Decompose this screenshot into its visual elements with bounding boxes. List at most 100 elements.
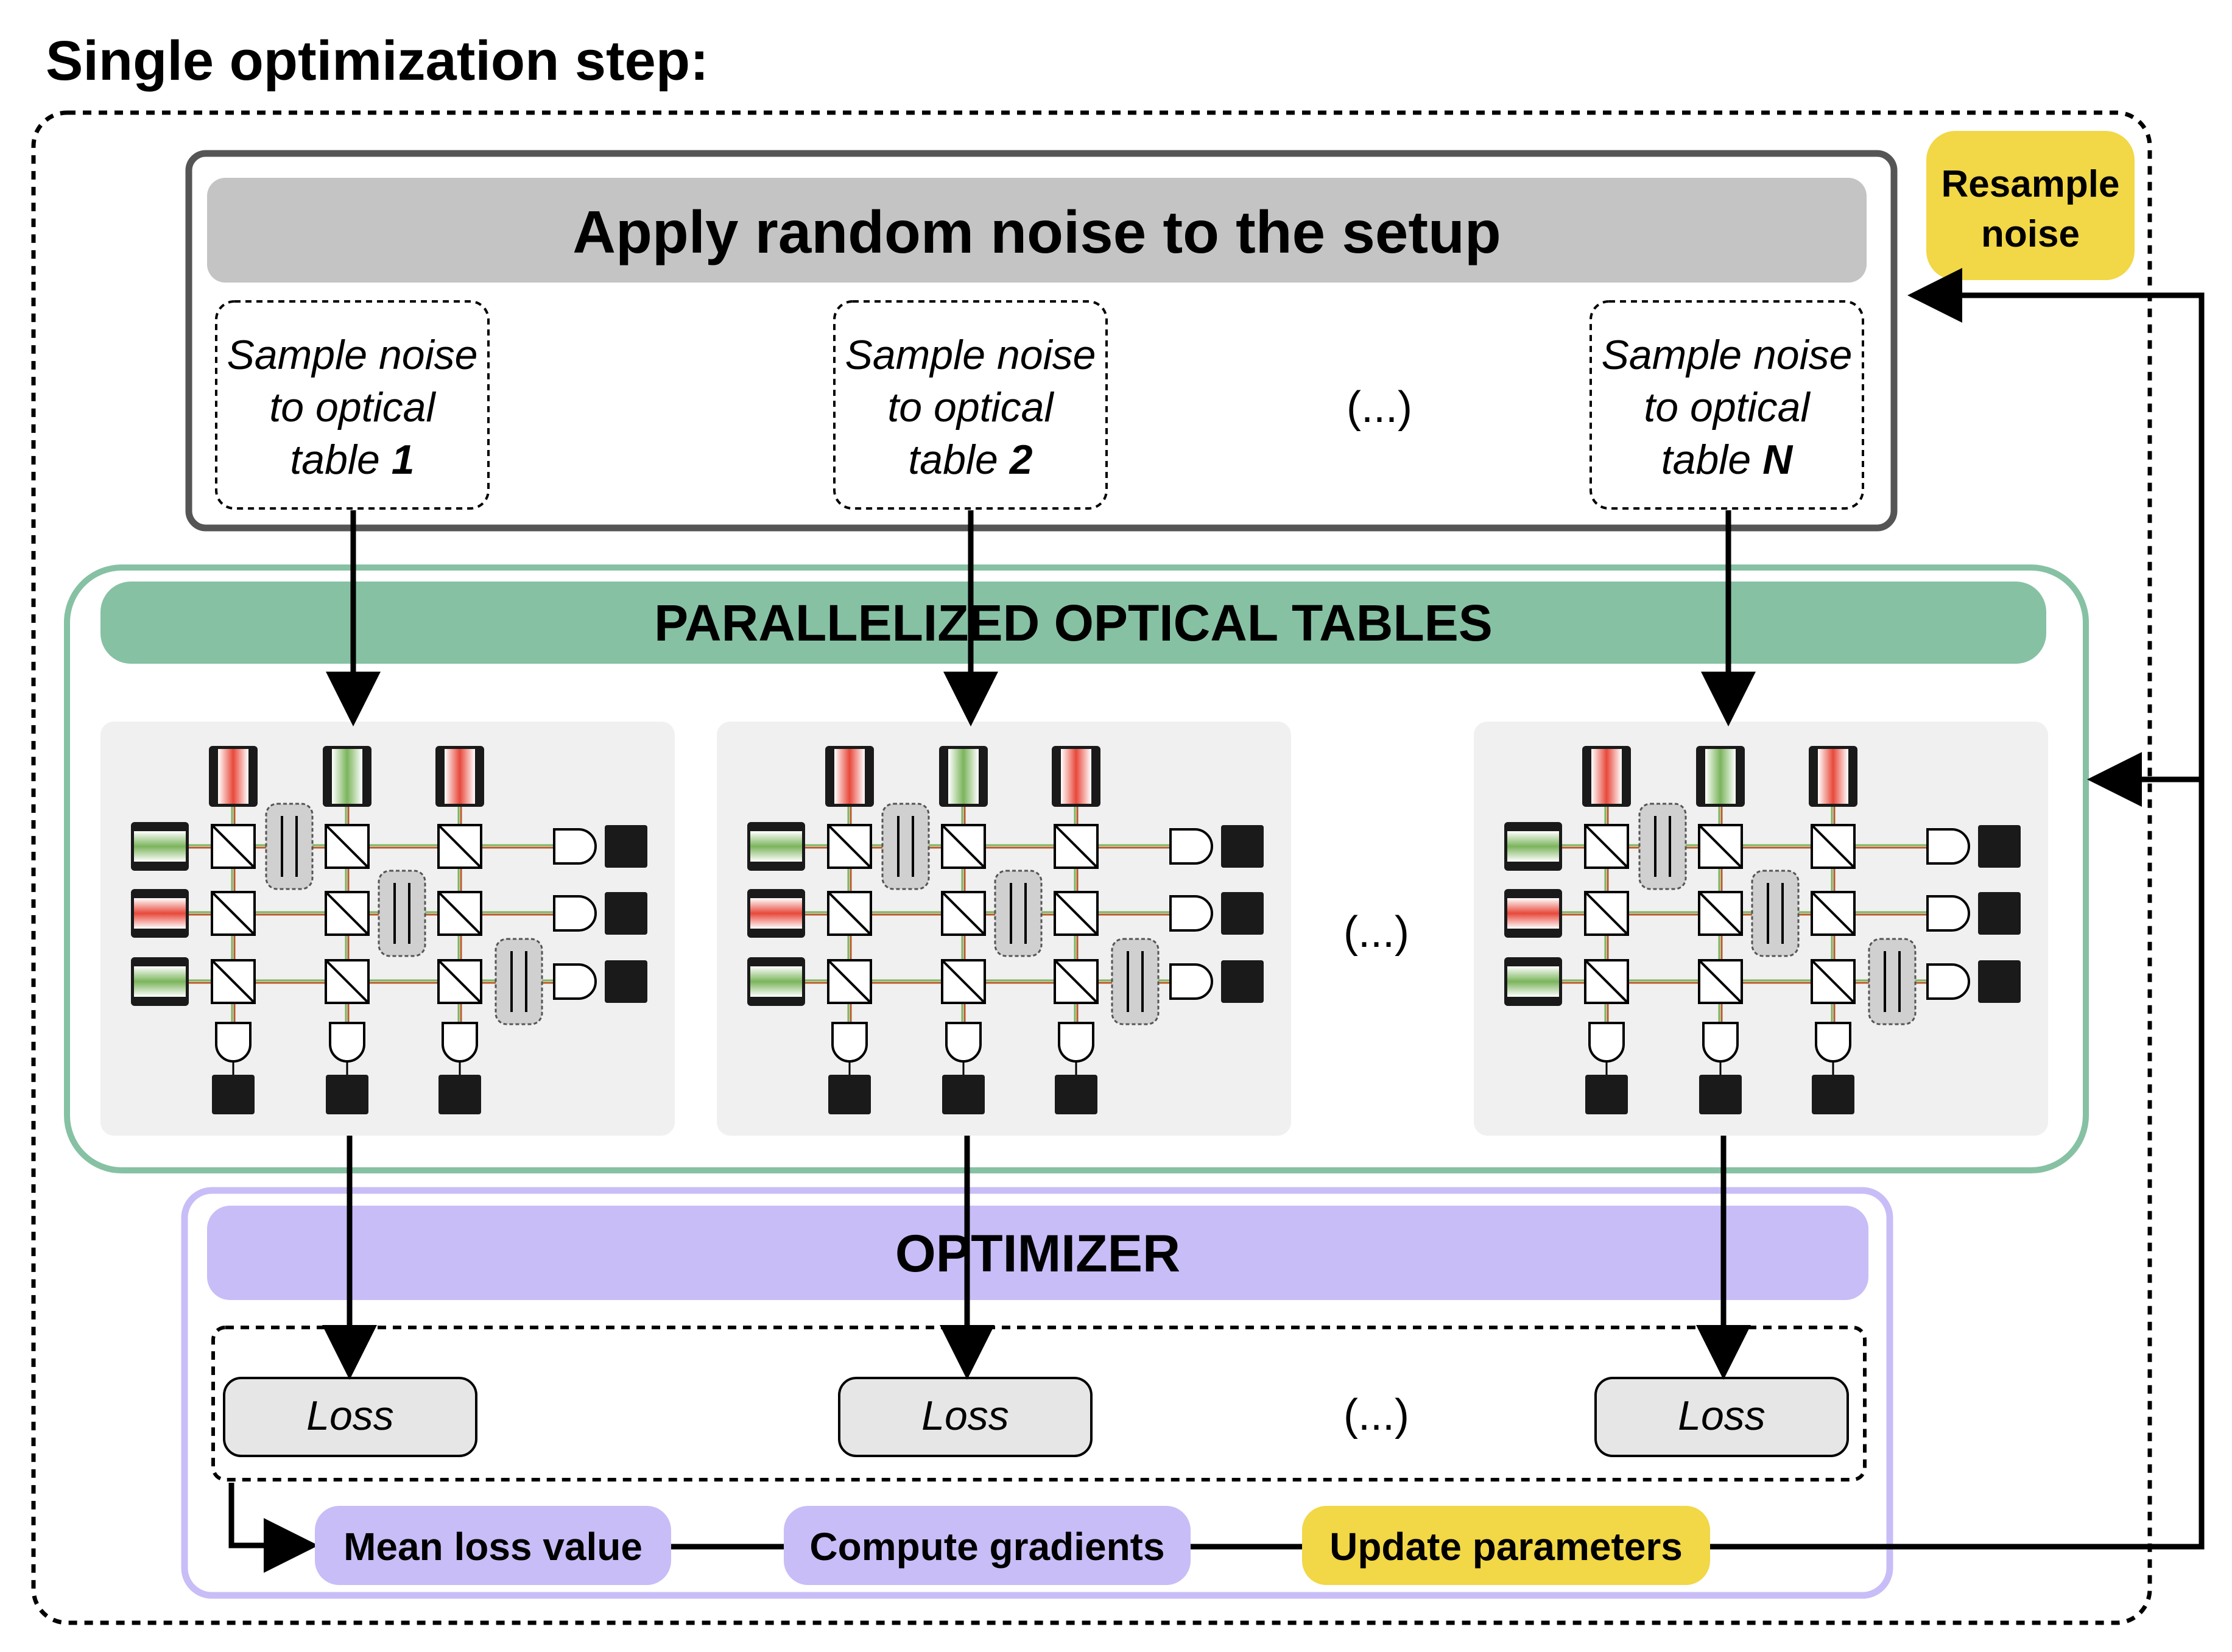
beam-splitter-diagonal bbox=[211, 959, 256, 1004]
detector-block bbox=[942, 1075, 985, 1114]
detector bbox=[442, 1022, 478, 1063]
laser-beam-fill bbox=[134, 966, 186, 997]
optical-table-schematic-1 bbox=[131, 746, 647, 1114]
phase-shifter bbox=[378, 870, 426, 957]
beam-splitter-diagonal bbox=[1811, 891, 1856, 936]
phase-shifter bbox=[495, 938, 543, 1025]
step-update-parameters-bg bbox=[1302, 1506, 1710, 1585]
detector-block bbox=[605, 825, 647, 868]
detector bbox=[215, 1022, 252, 1063]
sample-label-2: Sample noise to optical table 2 bbox=[834, 329, 1107, 486]
laser-beam-fill bbox=[1705, 749, 1736, 804]
laser-beam-fill bbox=[1507, 831, 1559, 862]
phase-shifter bbox=[881, 803, 930, 890]
resample-line-1: Resample bbox=[1941, 163, 2120, 205]
loss-group-frame bbox=[211, 1326, 1867, 1482]
detector-block bbox=[605, 960, 647, 1003]
beam-splitter-diagonal bbox=[1054, 891, 1099, 936]
detector-block bbox=[326, 1075, 368, 1114]
step-compute-gradients-bg bbox=[784, 1506, 1191, 1585]
sample-1-line-3: table 1 bbox=[216, 434, 488, 486]
beam-splitter-diagonal bbox=[325, 824, 370, 869]
beam-splitter-diagonal bbox=[827, 891, 872, 936]
detector bbox=[553, 895, 597, 932]
beam-splitter-diagonal bbox=[1811, 959, 1856, 1004]
detector-block bbox=[1055, 1075, 1097, 1114]
detector-block bbox=[212, 1075, 255, 1114]
beam-splitter-diagonal bbox=[1584, 959, 1629, 1004]
detector bbox=[1169, 828, 1213, 865]
laser-beam-fill bbox=[445, 749, 475, 804]
detector-block bbox=[828, 1075, 871, 1114]
detector-block bbox=[1585, 1075, 1628, 1114]
step-mean-loss-label: Mean loss value bbox=[343, 1525, 642, 1569]
detector bbox=[945, 1022, 982, 1063]
laser-beam-fill bbox=[332, 749, 362, 804]
sample-label-1: Sample noise to optical table 1 bbox=[216, 329, 488, 486]
tables-panel-header: PARALLELIZED OPTICAL TABLES bbox=[654, 594, 1493, 652]
detector bbox=[1702, 1022, 1739, 1063]
feedback-loop-line bbox=[1708, 268, 2205, 1550]
detector-block bbox=[1221, 825, 1264, 868]
phase-shifter bbox=[1868, 938, 1917, 1025]
sample-2-line-2: to optical bbox=[887, 384, 1054, 431]
noise-ellipsis: (...) bbox=[1347, 383, 1412, 432]
laser-beam-fill bbox=[1591, 749, 1622, 804]
sample-2-line-3: table 2 bbox=[834, 434, 1107, 486]
sample-n-line-1: Sample noise bbox=[1601, 332, 1853, 378]
sample-box-n bbox=[1590, 300, 1864, 510]
beam-splitter-diagonal bbox=[437, 824, 482, 869]
detector-block bbox=[1812, 1075, 1854, 1114]
laser-beam-fill bbox=[750, 831, 802, 862]
beam-splitter-diagonal bbox=[1698, 824, 1743, 869]
sample-1-index: 1 bbox=[391, 437, 415, 483]
detector-block bbox=[1221, 960, 1264, 1003]
beam-splitter-diagonal bbox=[941, 959, 986, 1004]
detector bbox=[1169, 895, 1213, 932]
tables-ellipsis: (...) bbox=[1343, 908, 1409, 957]
phase-shifter bbox=[994, 870, 1043, 957]
beam-splitter-diagonal bbox=[437, 891, 482, 936]
detector-block bbox=[438, 1075, 481, 1114]
noise-panel-header: Apply random noise to the setup bbox=[572, 199, 1501, 265]
detector bbox=[1926, 895, 1970, 932]
laser-beam-fill bbox=[1061, 749, 1091, 804]
step-compute-gradients-label: Compute gradients bbox=[809, 1525, 1165, 1569]
sample-2-line-1: Sample noise bbox=[845, 332, 1096, 378]
sample-1-prefix: table bbox=[290, 437, 392, 483]
detector bbox=[553, 828, 597, 865]
detector bbox=[1588, 1022, 1625, 1063]
laser-beam-fill bbox=[948, 749, 979, 804]
detector-block bbox=[605, 892, 647, 935]
tables-panel-header-bg bbox=[100, 582, 2046, 664]
detector bbox=[1926, 963, 1970, 1000]
page-title: Single optimization step: bbox=[46, 30, 709, 92]
detector-block bbox=[1978, 892, 2021, 935]
loss-ellipsis: (...) bbox=[1343, 1391, 1409, 1439]
beam-splitter-diagonal bbox=[1054, 824, 1099, 869]
sample-2-index: 2 bbox=[1009, 437, 1033, 483]
outer-frame bbox=[31, 110, 2152, 1625]
loss-label-n: Loss bbox=[1678, 1393, 1766, 1439]
optical-table-schematic-2 bbox=[747, 746, 1264, 1114]
beam-splitter-diagonal bbox=[1054, 959, 1099, 1004]
phase-shifter bbox=[1751, 870, 1800, 957]
detector bbox=[1926, 828, 1970, 865]
beam-splitter-diagonal bbox=[1811, 824, 1856, 869]
laser-beam-fill bbox=[134, 831, 186, 862]
beam-splitter-diagonal bbox=[211, 891, 256, 936]
detector bbox=[553, 963, 597, 1000]
optimizer-panel-header-bg bbox=[207, 1206, 1868, 1300]
beam-splitter-diagonal bbox=[1584, 824, 1629, 869]
detector-block bbox=[1978, 825, 2021, 868]
beam-splitter-diagonal bbox=[437, 959, 482, 1004]
laser-beam-fill bbox=[218, 749, 248, 804]
sample-box-1 bbox=[215, 300, 490, 510]
beam-splitter-diagonal bbox=[211, 824, 256, 869]
optimizer-panel-header: OPTIMIZER bbox=[895, 1225, 1181, 1283]
beam-splitter-diagonal bbox=[325, 959, 370, 1004]
laser-beam-fill bbox=[134, 898, 186, 929]
phase-shifter bbox=[265, 803, 314, 890]
sample-1-line-1: Sample noise bbox=[227, 332, 478, 378]
